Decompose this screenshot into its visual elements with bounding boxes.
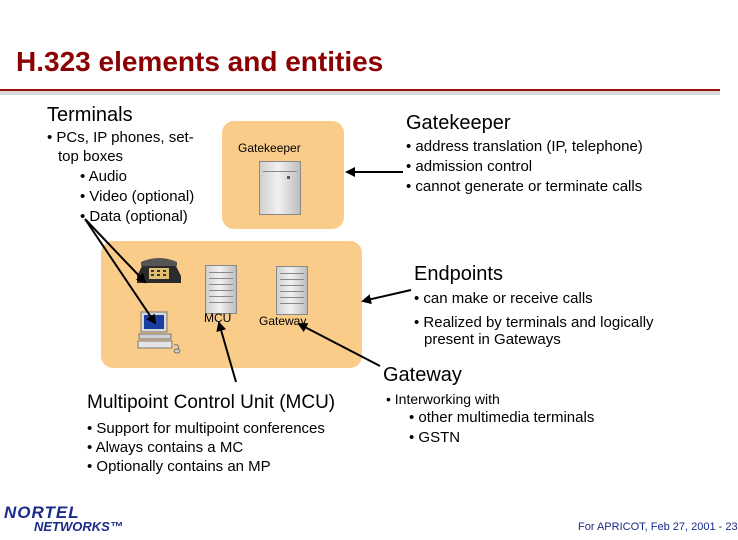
terminals-bullet-line1: • PCs, IP phones, set- [47, 129, 194, 146]
slide-title: H.323 elements and entities [16, 46, 384, 77]
ip-phone-icon [133, 256, 185, 286]
slide-footer: For APRICOT, Feb 27, 2001 - 23 [578, 521, 738, 533]
endpoints-bullet-cont: present in Gateways [424, 331, 561, 348]
terminals-sub-item: • Video (optional) [80, 188, 195, 205]
gateway-sub-item: • GSTN [409, 429, 461, 446]
mcu-bullet: • Optionally contains an MP [87, 458, 271, 475]
gateway-bullet: • Interworking with [386, 391, 500, 407]
mcu-server-icon [205, 265, 237, 314]
gateway-label: Gateway [259, 314, 307, 328]
gatekeeper-icon-label: Gatekeeper [238, 141, 301, 155]
pc-icon [136, 311, 184, 354]
gatekeeper-bullet: • admission control [406, 158, 533, 175]
arrow-to-endpoints-panel [361, 289, 412, 305]
mcu-heading: Multipoint Control Unit (MCU) [87, 392, 336, 413]
terminals-sub-item: • Audio [80, 168, 127, 185]
title-shadow-divider [0, 91, 720, 95]
endpoints-bullet: • can make or receive calls [414, 290, 593, 307]
gatekeeper-bullet-list: • address translation (IP, telephone) • … [406, 137, 643, 197]
gateway-server-icon [276, 266, 308, 315]
mcu-bullet-list: • Support for multipoint conferences • A… [87, 419, 325, 476]
mcu-bullet: • Always contains a MC [87, 439, 244, 456]
mcu-label: MCU [204, 311, 232, 325]
gatekeeper-bullet: • cannot generate or terminate calls [406, 178, 643, 195]
gateway-sub-list: • other multimedia terminals • GSTN [409, 408, 594, 448]
mcu-bullet: • Support for multipoint conferences [87, 420, 325, 437]
nortel-logo-line2: NETWORKS™ [34, 519, 123, 534]
terminals-bullet-line2: top boxes [58, 148, 124, 165]
gateway-heading: Gateway [383, 364, 462, 386]
terminals-sub-list: • Audio • Video (optional) • Data (optio… [80, 167, 194, 227]
gateway-sub-item: • other multimedia terminals [409, 409, 595, 426]
nortel-logo: NORTEL NETWORKS™ [4, 503, 123, 537]
title-divider [0, 89, 720, 91]
gatekeeper-server-icon [259, 161, 301, 215]
gatekeeper-heading: Gatekeeper [406, 112, 511, 134]
terminals-sub-item: • Data (optional) [80, 208, 188, 225]
terminals-heading: Terminals [47, 104, 133, 126]
nortel-logo-line1: NORTEL [4, 503, 80, 522]
gatekeeper-bullet: • address translation (IP, telephone) [406, 138, 643, 155]
endpoints-heading: Endpoints [414, 263, 503, 285]
endpoints-bullet: • Realized by terminals and logically [414, 314, 654, 331]
